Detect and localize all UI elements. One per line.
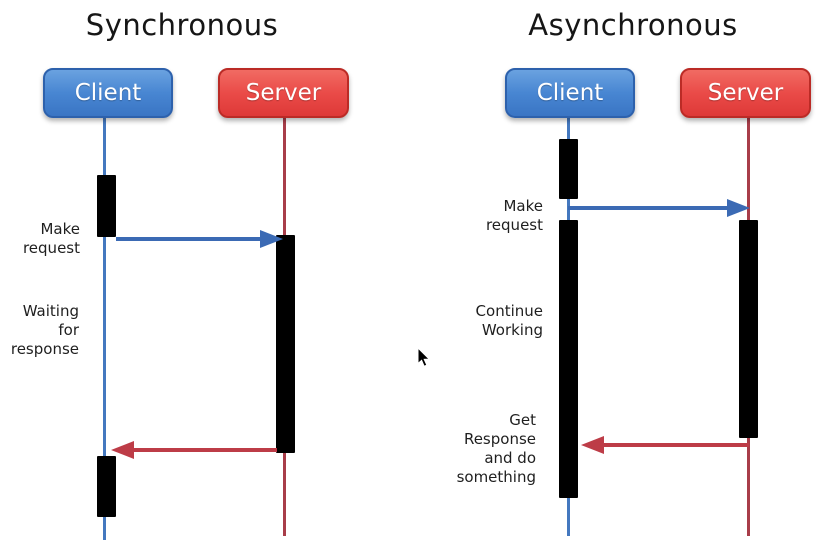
sync-client-activation-bar-1 xyxy=(97,175,116,237)
sync-client-actor-box: Client xyxy=(43,68,173,118)
asynchronous-title: Asynchronous xyxy=(528,8,738,42)
async-request-arrow xyxy=(568,199,750,217)
async-client-activation-bar-2 xyxy=(559,220,578,498)
async-client-actor-label: Client xyxy=(536,80,604,106)
sync-client-actor-label: Client xyxy=(74,80,142,106)
sync-request-arrow xyxy=(116,230,283,248)
async-client-activation-bar-1 xyxy=(559,139,578,199)
sync-client-activation-bar-2 xyxy=(97,456,116,517)
sync-server-actor-label: Server xyxy=(245,80,322,106)
async-make-request-label: Make request xyxy=(485,197,543,234)
sync-server-actor-box: Server xyxy=(218,68,349,118)
async-client-actor-box: Client xyxy=(505,68,635,118)
async-response-arrow xyxy=(581,436,749,454)
async-continue-working-label: Continue Working xyxy=(475,302,543,339)
sync-client-lifeline xyxy=(103,118,106,540)
sync-make-request-label: Make request xyxy=(22,220,80,257)
sync-waiting-for-response-label: Waiting for response xyxy=(10,302,79,358)
sync-server-activation-bar xyxy=(276,235,295,453)
sync-response-arrow xyxy=(111,441,277,459)
async-server-actor-box: Server xyxy=(680,68,811,118)
async-server-activation-bar xyxy=(739,220,758,438)
synchronous-title: Synchronous xyxy=(85,8,279,42)
async-server-actor-label: Server xyxy=(707,80,784,106)
async-get-response-label: Get Response and do something xyxy=(456,411,536,486)
mouse-cursor-icon xyxy=(417,348,431,367)
